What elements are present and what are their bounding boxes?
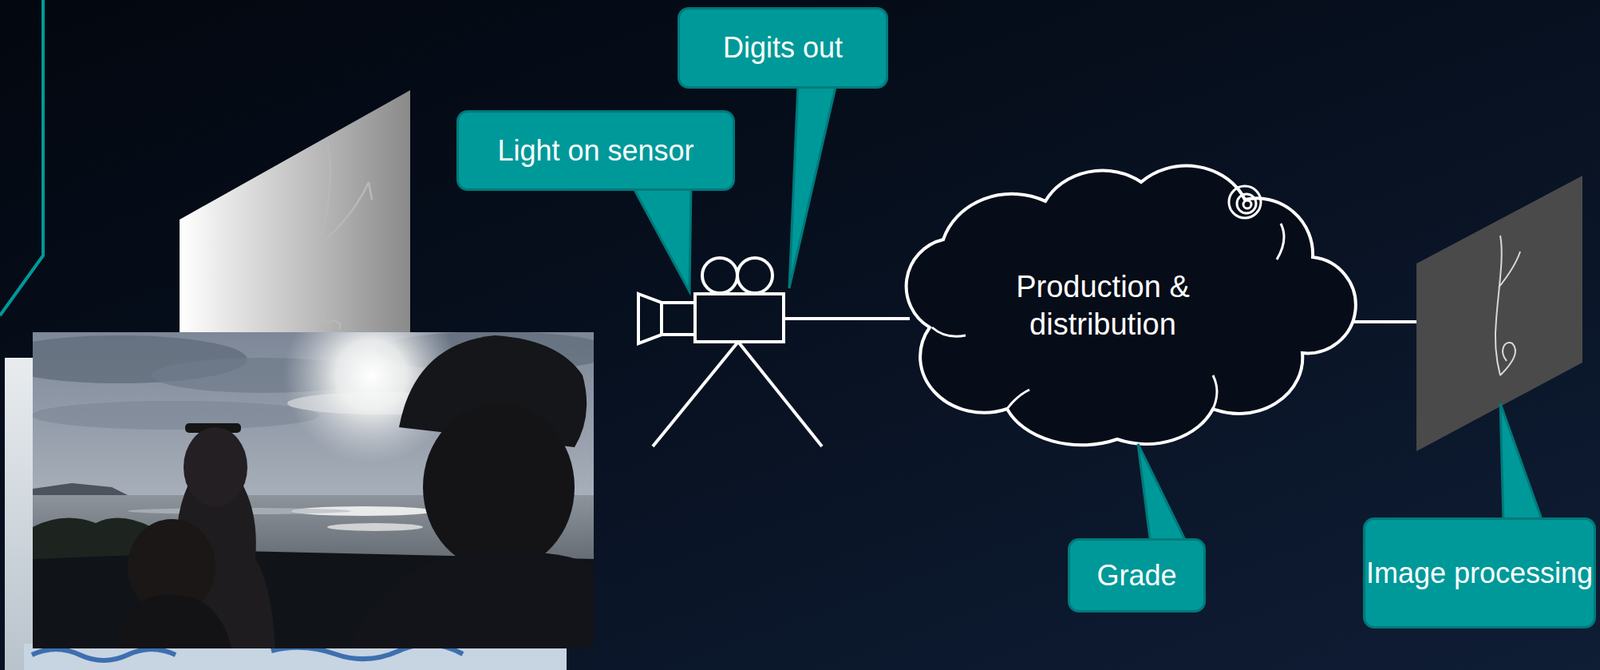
camera-icon (638, 257, 822, 447)
backlit-photo (32, 331, 594, 648)
callout-box: Light on sensor (456, 110, 735, 191)
node-label: Image processing (1366, 555, 1593, 591)
signal-wire (783, 316, 910, 320)
callout-tail (632, 83, 1544, 545)
figure-sketch (320, 143, 372, 329)
cloud-outline (906, 165, 1356, 446)
node-label: Production & distribution (967, 268, 1239, 343)
cloud-detail (932, 223, 1284, 409)
photo-behind (4, 357, 37, 670)
figure-sketch (1495, 235, 1521, 376)
callout-box: Image processing (1362, 517, 1597, 629)
accent-line (0, 0, 44, 316)
callout-box: Digits out (677, 7, 889, 89)
node-label: Grade (1096, 557, 1177, 593)
cloud-node: Production & distribution (967, 255, 1239, 356)
callout-box: Grade (1067, 537, 1206, 613)
node-label: Light on sensor (497, 133, 694, 169)
source-screen (179, 90, 411, 344)
node-label: Digits out (722, 30, 843, 66)
spiral-icon (1228, 185, 1261, 218)
